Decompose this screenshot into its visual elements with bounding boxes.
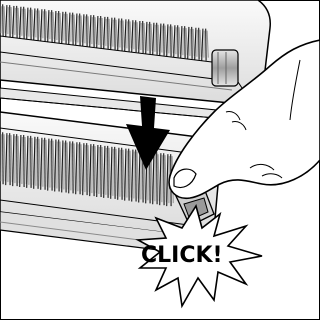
click-callout-text: CLICK! [141, 243, 223, 268]
upper-roller [212, 50, 238, 86]
